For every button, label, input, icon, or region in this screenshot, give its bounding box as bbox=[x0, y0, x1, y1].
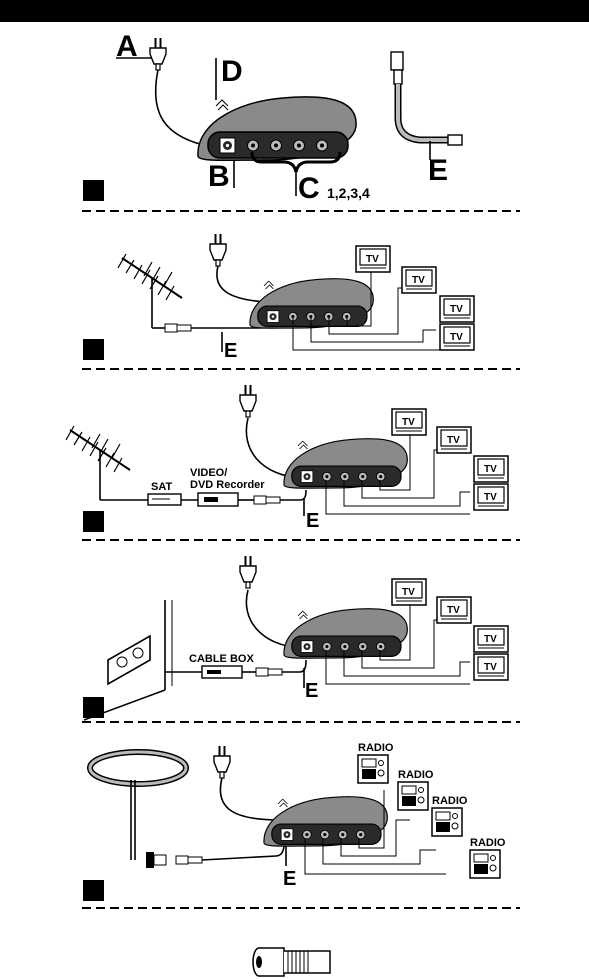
label-e: E bbox=[283, 868, 296, 890]
label-e: E bbox=[305, 680, 318, 702]
tv-label: TV bbox=[447, 605, 460, 616]
power-plug-icon bbox=[149, 37, 167, 71]
tv-label: TV bbox=[484, 464, 497, 475]
splitter-device bbox=[197, 96, 357, 162]
power-plug-icon bbox=[239, 555, 257, 589]
antenna-icon bbox=[65, 425, 131, 501]
tv-label: TV bbox=[366, 254, 379, 265]
radio-label: RADIO bbox=[358, 742, 394, 754]
label-a: A bbox=[116, 30, 138, 63]
radio-label: RADIO bbox=[432, 795, 468, 807]
label-e: E bbox=[306, 510, 319, 532]
tv-label: TV bbox=[450, 332, 463, 343]
step-marker bbox=[83, 697, 104, 718]
splitter-device bbox=[284, 609, 407, 658]
section-3: TV TV TV TV SAT VIDEO/ DVD Recorder E bbox=[65, 384, 509, 532]
radio-icon bbox=[357, 754, 389, 784]
coax-connector-icon bbox=[146, 852, 167, 868]
radio-icon bbox=[469, 849, 501, 879]
step-marker bbox=[83, 339, 104, 360]
radio-label: RADIO bbox=[398, 769, 434, 781]
splitter-device bbox=[284, 439, 407, 488]
tv-label: TV bbox=[402, 587, 415, 598]
tv-label: TV bbox=[484, 492, 497, 503]
tv-label: TV bbox=[447, 435, 460, 446]
radio-label: RADIO bbox=[470, 837, 506, 849]
splitter-device bbox=[250, 279, 373, 328]
tv-label: TV bbox=[450, 304, 463, 315]
tv-label: TV bbox=[412, 275, 425, 286]
cable-box-label: CABLE BOX bbox=[189, 653, 254, 665]
section-5: RADIO RADIO RADIO RADIO E bbox=[83, 742, 506, 901]
radio-icon bbox=[431, 807, 463, 837]
recorder-label-2: DVD Recorder bbox=[190, 479, 265, 491]
label-b: B bbox=[208, 160, 230, 193]
coax-connector-icon bbox=[390, 51, 463, 146]
radio-icon bbox=[397, 781, 429, 811]
label-c: C bbox=[298, 172, 320, 205]
section-2: TV TV TV TV E bbox=[83, 233, 475, 362]
antenna-icon bbox=[117, 253, 183, 329]
label-d: D bbox=[221, 55, 243, 88]
tv-label: TV bbox=[484, 662, 497, 673]
step-marker bbox=[83, 880, 104, 901]
power-plug-icon bbox=[209, 233, 227, 267]
step-marker bbox=[83, 180, 104, 201]
splitter-device bbox=[264, 797, 387, 846]
fm-loop-antenna-icon bbox=[87, 749, 189, 860]
section-4: TV TV TV TV CABLE BOX E bbox=[83, 555, 509, 721]
label-e: E bbox=[428, 154, 448, 187]
section-1: A D B C 1,2,3,4 E bbox=[83, 30, 463, 205]
top-bar bbox=[0, 0, 589, 22]
tv-label: TV bbox=[402, 417, 415, 428]
label-c-numbers: 1,2,3,4 bbox=[327, 185, 370, 201]
coax-adapter-icon bbox=[252, 947, 331, 977]
power-plug-icon bbox=[213, 745, 231, 779]
sat-label: SAT bbox=[151, 481, 172, 493]
recorder-label-1: VIDEO/ bbox=[190, 467, 227, 479]
tv-label: TV bbox=[484, 634, 497, 645]
label-e: E bbox=[224, 340, 237, 362]
wall-socket-icon bbox=[83, 600, 173, 721]
step-marker bbox=[83, 511, 104, 532]
power-plug-icon bbox=[239, 384, 257, 418]
